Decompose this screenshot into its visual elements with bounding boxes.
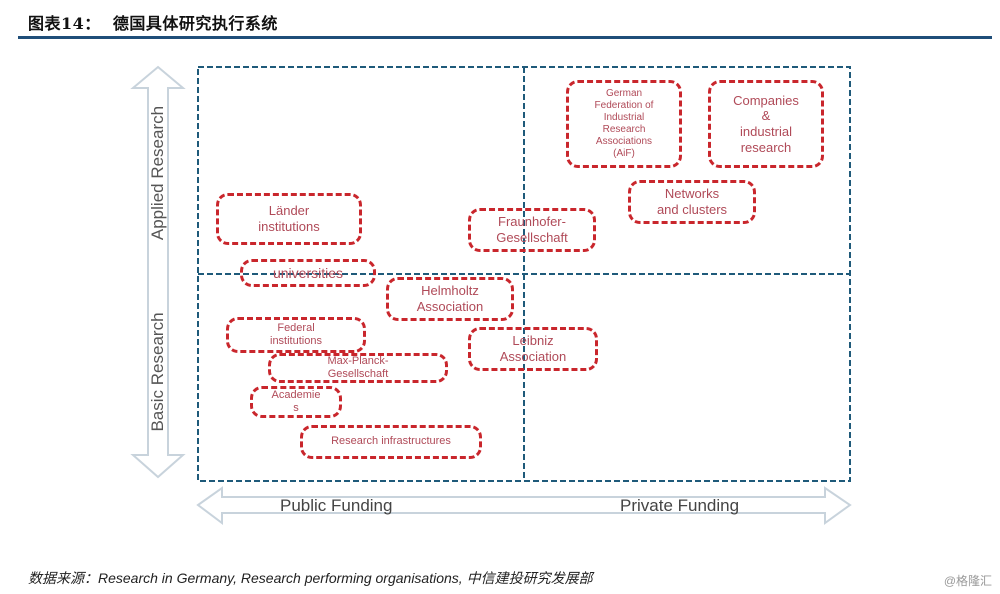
- box-infrastructures: Research infrastructures: [300, 425, 482, 459]
- box-leibniz-line: Association: [499, 349, 567, 364]
- box-fraunhofer-line: Fraunhofer-: [498, 214, 566, 230]
- box-academies-line: s: [293, 402, 299, 414]
- box-leibniz-line: Leibniz: [512, 333, 554, 349]
- horizontal-axis-arrow: [196, 486, 852, 525]
- box-maxplanck-line: Gesellschaft: [327, 368, 389, 380]
- box-infrastructures-line: Research infrastructures: [331, 435, 451, 448]
- figure-title: 图表14： 德国具体研究执行系统: [28, 10, 278, 34]
- private-funding-label: Private Funding: [620, 496, 740, 515]
- box-companies: Companies & industrial research: [708, 80, 824, 168]
- watermark: @格隆汇: [943, 574, 992, 588]
- source-note: 数据来源：Research in Germany, Research perfo…: [28, 570, 593, 586]
- box-aif-line: Federation of: [594, 100, 654, 111]
- box-aif-line: Industrial: [603, 112, 645, 123]
- box-federal-line: Federal: [277, 321, 315, 334]
- vertical-axis-arrow: [130, 65, 186, 479]
- box-networks: Networks and clusters: [628, 180, 756, 224]
- figure-label: 图表14：: [28, 14, 101, 33]
- applied-research-label: Applied Research: [148, 105, 167, 241]
- box-companies-line: industrial: [739, 124, 792, 139]
- box-laender: Länder institutions: [216, 193, 362, 245]
- box-aif: German Federation of Industrial Research…: [566, 80, 682, 168]
- box-laender-line: Länder: [268, 203, 310, 219]
- box-networks-line: and clusters: [656, 202, 728, 217]
- box-companies-line: Companies: [733, 92, 799, 108]
- box-aif-line: German: [605, 88, 643, 99]
- box-fraunhofer: Fraunhofer- Gesellschaft: [468, 208, 596, 252]
- box-aif-line: Associations: [595, 136, 653, 147]
- box-helmholtz: Helmholtz Association: [386, 277, 514, 321]
- box-aif-line: (AiF): [613, 148, 635, 159]
- box-leibniz: Leibniz Association: [468, 327, 598, 371]
- box-laender-line: institutions: [258, 219, 320, 234]
- box-academies: Academie s: [250, 386, 342, 418]
- box-universities-line: universities: [272, 264, 344, 281]
- box-universities: universities: [240, 259, 376, 287]
- box-networks-line: Networks: [664, 186, 720, 202]
- box-companies-line: research: [740, 139, 792, 155]
- public-funding-label: Public Funding: [280, 496, 393, 515]
- box-fraunhofer-line: Gesellschaft: [496, 230, 568, 245]
- box-helmholtz-line: Association: [416, 299, 484, 314]
- box-federal-line: institutions: [270, 335, 322, 347]
- box-maxplanck: Max-Planck- Gesellschaft: [268, 353, 448, 383]
- box-federal: Federal institutions: [226, 317, 366, 353]
- figure-title-text: 德国具体研究执行系统: [112, 14, 278, 33]
- box-aif-line: Research: [602, 124, 646, 135]
- basic-research-label: Basic Research: [148, 312, 167, 432]
- title-rule: [18, 36, 992, 39]
- box-companies-line: &: [761, 108, 771, 124]
- box-maxplanck-line: Max-Planck-: [327, 354, 389, 367]
- box-helmholtz-line: Helmholtz: [421, 283, 479, 299]
- box-academies-line: Academie: [271, 388, 321, 401]
